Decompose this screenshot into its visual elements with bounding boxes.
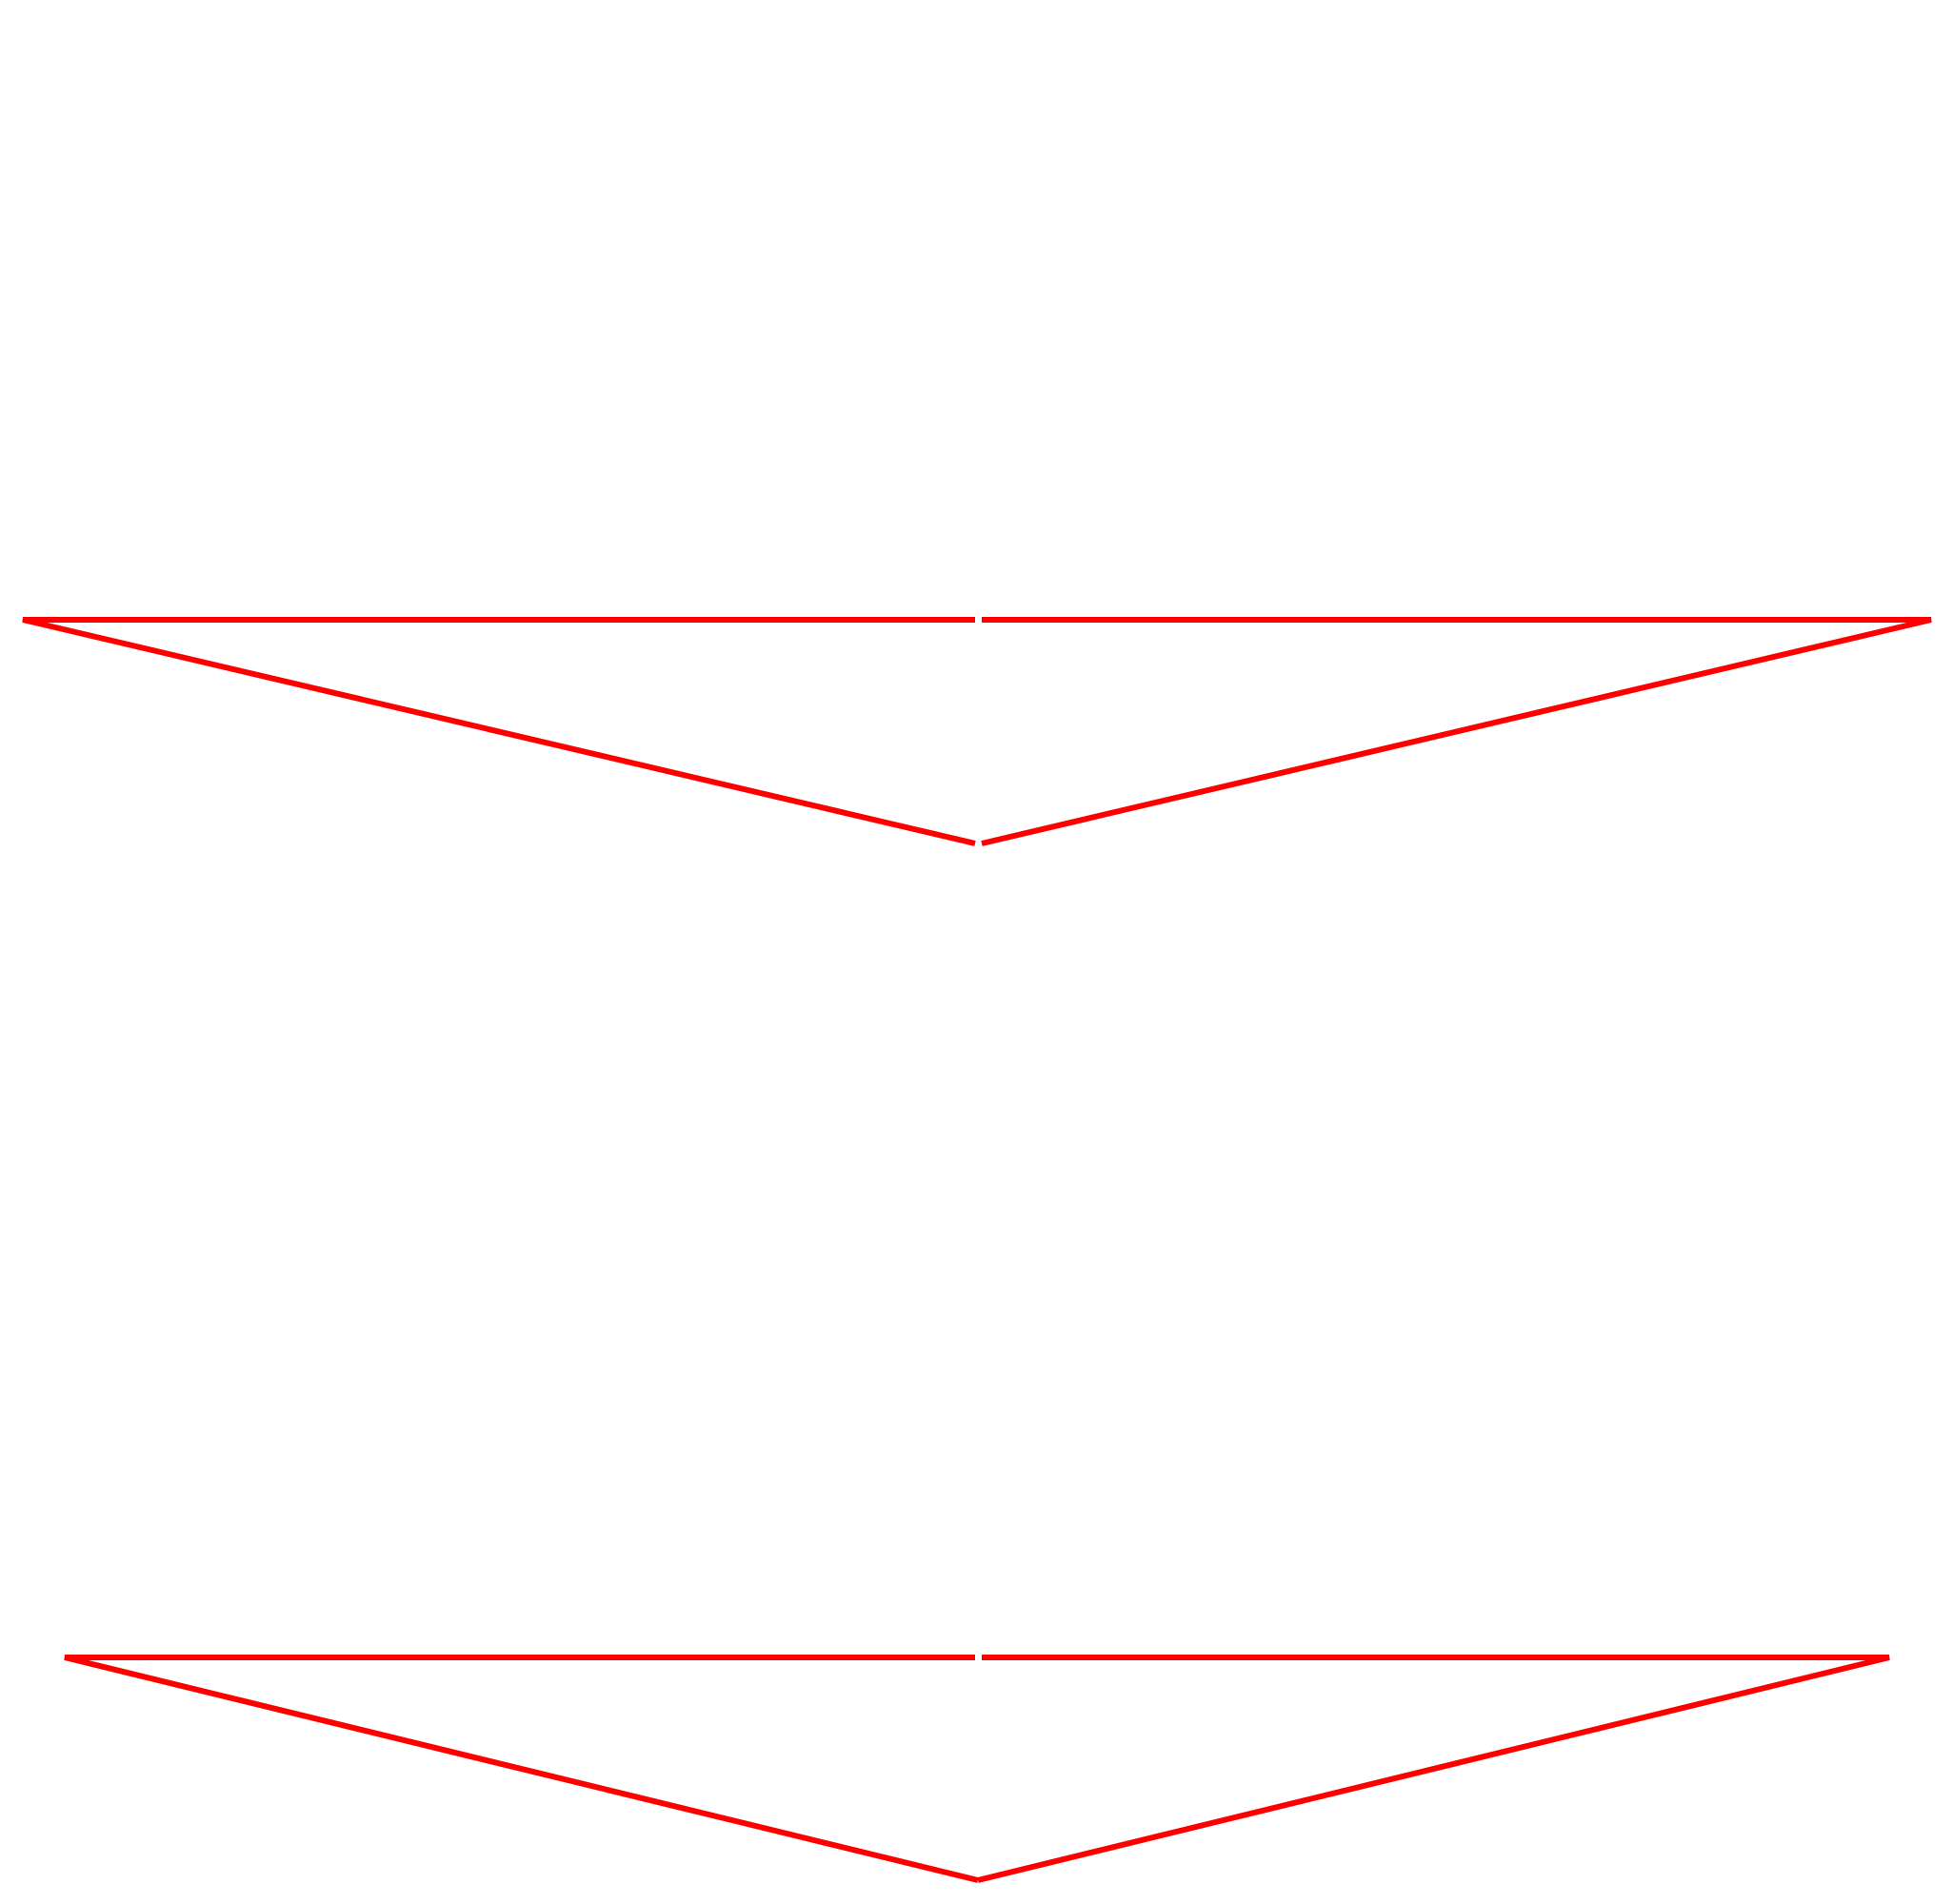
upper-chevron-left-half <box>22 617 976 846</box>
upper-down-chevron-icon <box>22 617 1932 846</box>
lower-chevron-right-half <box>977 1655 1890 1883</box>
lower-chevron-left-half <box>64 1655 979 1883</box>
upper-chevron-right-half <box>981 617 1932 846</box>
lower-down-chevron-icon <box>64 1655 1890 1883</box>
